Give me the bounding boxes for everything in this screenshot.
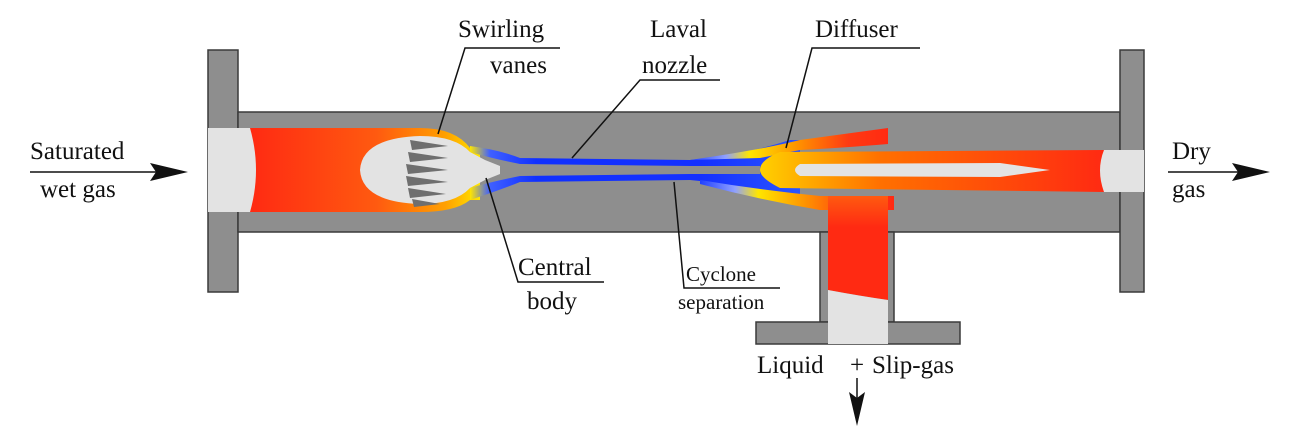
laval-label-line1: Laval — [650, 16, 707, 43]
laval-leader — [571, 79, 720, 159]
outlet-label-line2: gas — [1172, 176, 1206, 203]
outlet-label-line1: Dry — [1172, 138, 1211, 165]
central-leader — [485, 177, 604, 283]
inlet-label-line1: Saturated — [30, 138, 125, 165]
arrow-heads — [150, 163, 1270, 426]
drain-hot-zone — [828, 196, 888, 300]
cyclone-label-line2: separation — [678, 290, 765, 314]
central-label-line2: body — [527, 288, 577, 315]
drain-label-plus: + — [850, 352, 865, 379]
drain-label-liquid: Liquid — [757, 352, 824, 379]
swirl-label-line2: vanes — [490, 52, 547, 79]
inlet-arrow-icon — [150, 163, 188, 181]
drain-core — [828, 290, 888, 344]
swirling-vanes — [406, 140, 448, 207]
annotation-lines — [30, 47, 1246, 398]
dry-gas-core — [795, 163, 1050, 177]
inlet-label-line2: wet gas — [40, 176, 116, 203]
diffuser-label: Diffuser — [815, 16, 898, 43]
laval-label-line2: nozzle — [642, 52, 708, 79]
cyclone-leader — [673, 181, 780, 289]
cyclone-label-line1: Cyclone — [686, 262, 756, 286]
drain-arrow-icon — [849, 392, 865, 426]
diffuser-leader — [785, 47, 920, 149]
drain-label-slip: Slip-gas — [872, 352, 954, 379]
central-label-line1: Central — [518, 254, 592, 281]
diffuser-upper — [690, 128, 888, 160]
flow-passages — [208, 128, 1144, 344]
swirl-label-line1: Swirling — [458, 16, 545, 43]
outlet-arrow-icon — [1232, 163, 1270, 181]
swirl-leader — [437, 47, 560, 135]
outlet-bore — [1100, 150, 1144, 192]
